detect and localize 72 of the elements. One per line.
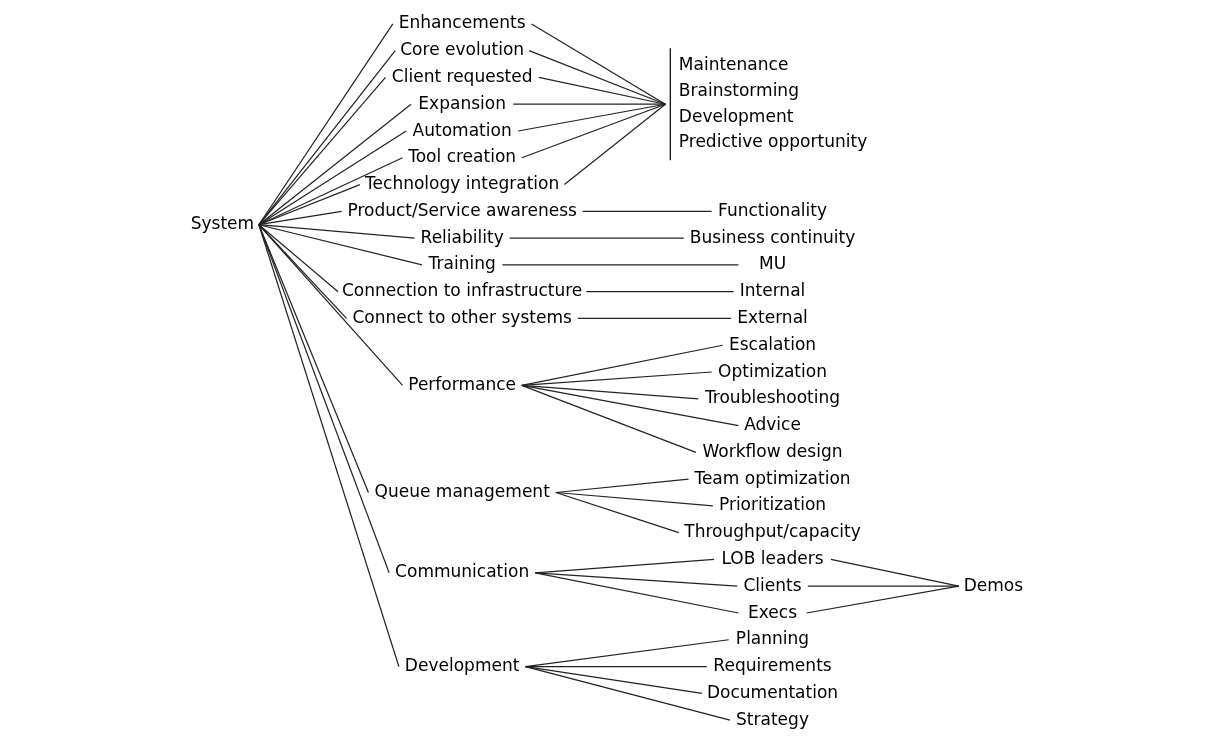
node-text: MU [758,253,787,274]
node-text: Reliability [420,226,504,247]
connector [530,23,667,105]
connector [258,130,407,226]
connector [577,317,732,320]
node-text: Execs [748,601,798,622]
node-text: Throughput/capacity [684,521,861,542]
node-text: Strategy [736,708,809,729]
connector [258,224,423,266]
connector [258,224,404,386]
node-text: Troubleshooting [704,387,841,408]
connector [521,344,724,386]
node-text: Training [428,253,496,274]
node-text: Business continuity [689,226,856,247]
node-text: Planning [735,628,810,649]
node-text: Functionality [718,199,828,220]
connector [524,665,731,721]
connector [555,491,714,507]
connector [582,210,713,212]
connector [585,291,735,293]
connector [806,585,960,614]
connector [258,224,390,574]
node-text: Automation [412,119,512,140]
connector [258,76,387,226]
connector [258,224,339,293]
node-text: Internal [739,280,806,301]
connector [563,103,667,186]
node-text: Prioritization [718,494,827,515]
node-text: Technology integration [365,173,560,194]
node-text: Client requested [391,65,533,86]
node-text: Clients [743,574,802,595]
node-text: Documentation [706,681,839,702]
node-text: Maintenance Brainstorming Development Predictive opportunity [678,54,868,152]
connector [521,384,697,453]
connector [258,224,370,494]
connector [258,224,348,320]
connector [258,157,404,226]
connector [528,50,667,105]
node-text: Escalation [728,333,817,354]
connector [258,224,416,239]
node-text: Product/Service awareness [347,199,577,220]
connector [538,76,667,105]
connector [509,237,685,239]
node-text: Core evolution [400,39,525,60]
node-text: Queue management [374,481,550,501]
connector [258,183,361,226]
node-text: Expansion [418,92,506,113]
node-text: External [737,306,808,327]
connector [521,384,740,427]
connector [534,572,738,587]
node-text: System [190,213,255,234]
node-text: Optimization [718,360,827,381]
connector [258,224,400,668]
node-text: LOB leaders [721,547,824,568]
node-text: Communication [395,561,530,582]
node-text: Connect to other systems [352,306,572,327]
node-text: Requirements [713,655,832,676]
connector [534,572,740,614]
node-text: Team optimization [694,467,851,488]
node-text: Performance [408,373,517,394]
connector [830,558,960,587]
connector [258,103,412,226]
connector [501,264,740,266]
node-text: Demos [963,574,1024,595]
connector [555,491,680,534]
node-text: Connection to infrastructure [342,280,583,301]
node-text: Advice [744,414,801,435]
node-text: Development [404,655,520,676]
node-text: Enhancements [398,12,526,33]
node-text: Workflow design [702,440,843,461]
connector [521,103,667,159]
node-text: Tool creation [408,146,517,167]
